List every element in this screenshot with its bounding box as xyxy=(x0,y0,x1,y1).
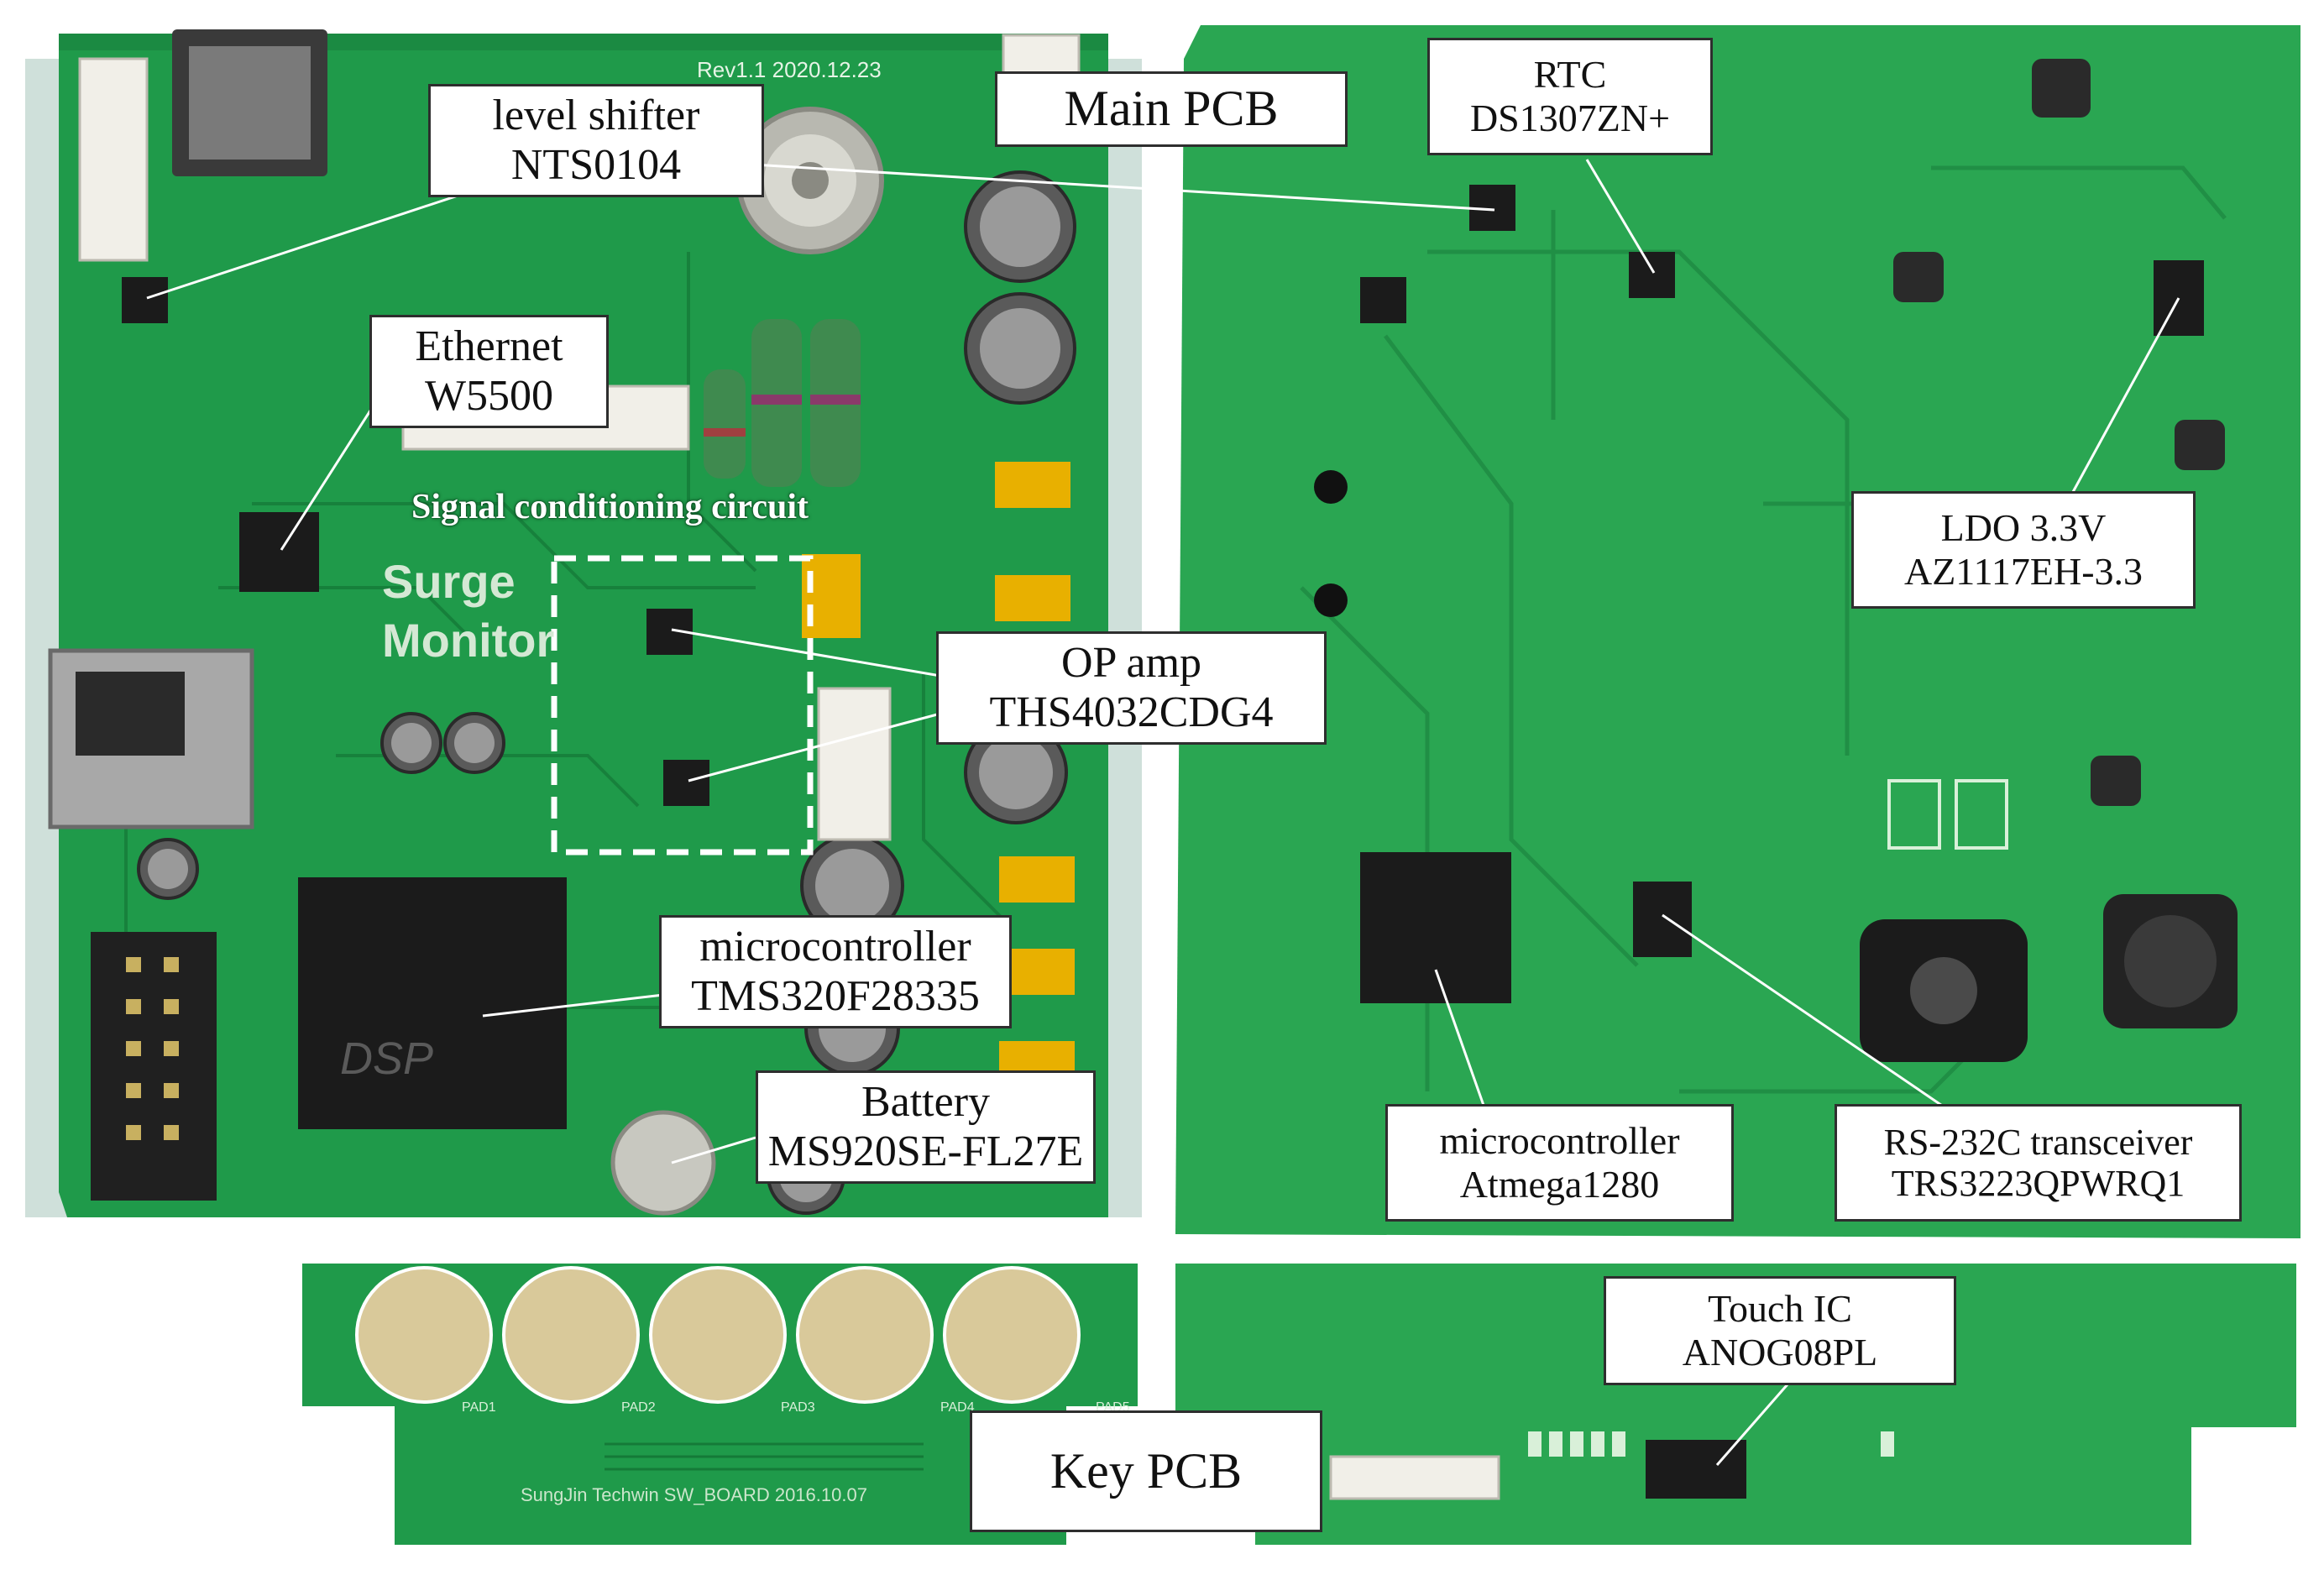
revision-silkscreen: Rev1.1 2020.12.23 xyxy=(697,57,882,82)
key-board-back xyxy=(1175,1264,2296,1545)
main-pcb-label: Main PCB xyxy=(995,71,1348,147)
op-amp-line2: THS4032CDG4 xyxy=(989,688,1274,736)
touch-ic-callout: Touch IC ANOG08PL xyxy=(1604,1276,1956,1385)
rs232-callout: RS-232C transceiver TRS3223QPWRQ1 xyxy=(1835,1104,2242,1222)
ethernet-line1: Ethernet xyxy=(415,322,563,371)
power-resistors xyxy=(704,319,861,487)
pad-label-2: PAD2 xyxy=(621,1400,656,1415)
signal-conditioning-label: Signal conditioning circuit xyxy=(411,488,809,526)
battery-callout: Battery MS920SE-FL27E xyxy=(756,1070,1096,1184)
battery-line1: Battery xyxy=(861,1078,991,1127)
right-main-board xyxy=(1175,25,2300,1238)
atmega-line1: microcontroller xyxy=(1439,1119,1680,1163)
key-board-front xyxy=(302,1264,1138,1545)
rs232-line2: TRS3223QPWRQ1 xyxy=(1891,1163,2185,1204)
key-pcb-label: Key PCB xyxy=(970,1410,1322,1532)
op-amp-callout: OP amp THS4032CDG4 xyxy=(936,631,1327,745)
rs232-line1: RS-232C transceiver xyxy=(1883,1121,2193,1163)
rtc-line1: RTC xyxy=(1533,53,1607,97)
main-pcb-text: Main PCB xyxy=(1064,81,1279,137)
ldo-line2: AZ1117EH-3.3 xyxy=(1903,550,2143,593)
battery-line2: MS920SE-FL27E xyxy=(767,1127,1084,1175)
dsp-mcu-line1: microcontroller xyxy=(699,923,971,971)
product-silkscreen-1: Surge xyxy=(382,555,516,608)
level-shifter-line1: level shifter xyxy=(492,92,700,140)
pad-label-1: PAD1 xyxy=(462,1400,496,1415)
touch-ic-line1: Touch IC xyxy=(1708,1287,1852,1331)
rtc-callout: RTC DS1307ZN+ xyxy=(1427,38,1713,155)
pad-label-4: PAD4 xyxy=(940,1400,975,1415)
dsp-mcu-callout: microcontroller TMS320F28335 xyxy=(659,915,1012,1028)
ldo-callout: LDO 3.3V AZ1117EH-3.3 xyxy=(1851,491,2196,609)
ethernet-callout: Ethernet W5500 xyxy=(369,315,609,428)
atmega-callout: microcontroller Atmega1280 xyxy=(1385,1104,1734,1222)
touch-ic-line2: ANOG08PL xyxy=(1682,1331,1878,1374)
key-board-silkscreen: SungJin Techwin SW_BOARD 2016.10.07 xyxy=(521,1484,867,1505)
atmega-line2: Atmega1280 xyxy=(1459,1163,1660,1206)
rtc-line2: DS1307ZN+ xyxy=(1469,97,1671,139)
ethernet-line2: W5500 xyxy=(424,371,554,420)
left-main-board xyxy=(25,29,1142,1217)
op-amp-line1: OP amp xyxy=(1060,639,1202,688)
key-pcb-text: Key PCB xyxy=(1049,1442,1243,1499)
dsp-logo: DSP xyxy=(340,1033,434,1084)
ldo-line1: LDO 3.3V xyxy=(1940,506,2107,550)
product-silkscreen-2: Monitor xyxy=(382,614,555,667)
pad-label-3: PAD3 xyxy=(781,1400,815,1415)
level-shifter-callout: level shifter NTS0104 xyxy=(428,84,764,197)
level-shifter-line2: NTS0104 xyxy=(510,140,682,189)
dsp-mcu-line2: TMS320F28335 xyxy=(691,971,980,1020)
